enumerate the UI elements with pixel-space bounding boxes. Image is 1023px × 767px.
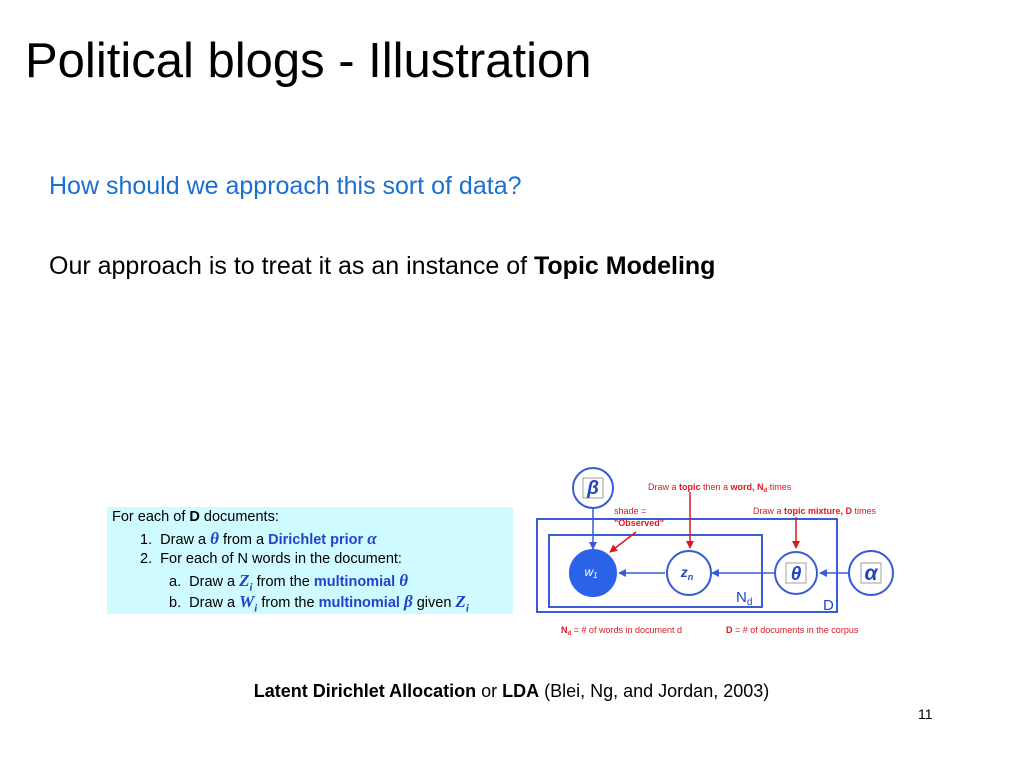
sym-main: Z	[239, 571, 250, 590]
algo-bold: D	[189, 509, 200, 525]
theta-symbol-box	[785, 562, 807, 584]
theta-label: θ	[791, 564, 802, 585]
algo-text: For each of	[112, 509, 190, 525]
mixture-note: Draw a topic mixture, D times	[753, 506, 877, 516]
note-text: Draw a	[648, 482, 679, 492]
shade-note-2: "Observed"	[614, 518, 664, 528]
algo-line-1: 1. Draw a θ from a Dirichlet prior α	[140, 528, 377, 551]
algo-text: Draw a	[189, 595, 240, 611]
w-main: w	[584, 565, 594, 579]
algo-blue: multinomial	[318, 595, 404, 611]
note-bold: topic mixture, D	[784, 506, 853, 516]
def-bold: N	[561, 625, 568, 635]
lda-algorithm-box: For each of D documents: 1. Draw a θ fro…	[107, 507, 513, 614]
nd-sub: d	[747, 597, 753, 608]
z-symbol: Zi	[455, 592, 469, 615]
w-sub: 1	[593, 571, 597, 580]
def-bold: D	[726, 625, 733, 635]
caption-bold: LDA	[502, 681, 540, 701]
sym-sub: i	[254, 602, 258, 615]
approach-bold: Topic Modeling	[534, 252, 716, 280]
outer-plate-d	[536, 518, 838, 613]
z-sub: n	[688, 572, 694, 582]
algo-text: documents:	[199, 509, 279, 525]
algo-line-3: a. Draw a Zi from the multinomial θ	[169, 570, 408, 598]
nd-main: N	[736, 589, 747, 606]
sym-sub: i	[249, 581, 253, 594]
def-text: = # of documents in the corpus	[733, 625, 859, 635]
z-label: zn	[680, 564, 694, 582]
sym-main: W	[239, 592, 255, 611]
shade-note-1: shade =	[614, 506, 646, 516]
note-text: times	[767, 482, 792, 492]
algo-line-4: b. Draw a Wi from the multinomial β give…	[169, 591, 469, 619]
sym-sub: i	[465, 602, 469, 615]
note-bold: word, N	[730, 482, 764, 492]
note-sub: d	[764, 488, 768, 494]
algo-blue: multinomial	[313, 574, 400, 590]
sym-main: Z	[455, 592, 466, 611]
algo-num: 2.	[140, 551, 153, 567]
w-label: w1	[584, 565, 597, 580]
algo-text: from the	[257, 595, 319, 611]
z-symbol: Zi	[239, 571, 253, 594]
note-bold: topic	[679, 482, 701, 492]
note-text: then a	[701, 482, 731, 492]
theta-symbol: θ	[399, 571, 409, 590]
topic-note: Draw a topic then a word, Nd times	[648, 482, 792, 494]
algo-num: 1.	[140, 532, 153, 548]
algo-text: from a	[218, 532, 269, 548]
note-text: Draw a	[753, 506, 784, 516]
algo-line-0: For each of D documents:	[112, 507, 279, 528]
z-node	[666, 550, 712, 596]
lda-plate-diagram: β w1 zn θ α Nd D Draw a topic then a wor…	[536, 467, 894, 637]
approach-text: Our approach is to treat it as an instan…	[49, 250, 715, 282]
def-text: = # of words in document d	[571, 625, 682, 635]
z-main: z	[680, 564, 688, 580]
d-definition: D = # of documents in the corpus	[726, 625, 859, 635]
algo-text: For each of N words in the document:	[160, 551, 402, 567]
alpha-symbol: α	[367, 529, 377, 548]
algo-num: a.	[169, 574, 182, 590]
algo-num: b.	[169, 595, 182, 611]
approach-prefix: Our approach is to treat it as an instan…	[49, 252, 534, 280]
slide-title: Political blogs - Illustration	[25, 34, 592, 88]
caption-text: (Blei, Ng, and Jordan, 2003)	[539, 681, 770, 701]
beta-symbol-box	[582, 477, 604, 499]
shade-arrow	[609, 531, 637, 553]
page-number: 11	[918, 706, 933, 722]
algo-text: from the	[252, 574, 314, 590]
beta-symbol: β	[403, 592, 413, 611]
w-node	[569, 549, 617, 597]
algo-text: Draw a	[160, 532, 211, 548]
w-symbol: Wi	[239, 592, 258, 615]
theta-symbol: θ	[210, 529, 219, 548]
alpha-symbol-box	[860, 562, 882, 584]
algo-text: Draw a	[189, 574, 240, 590]
nd-plate-label: Nd	[736, 589, 752, 608]
caption-bold: Latent Dirichlet Allocation	[253, 681, 477, 701]
algo-line-2: 2. For each of N words in the document:	[140, 549, 402, 570]
beta-label: β	[586, 478, 599, 499]
d-plate-label: D	[823, 597, 834, 614]
nd-definition: Nd = # of words in document d	[561, 625, 682, 637]
figure-caption: Latent Dirichlet Allocation or LDA (Blei…	[0, 680, 1023, 702]
note-text: times	[852, 506, 877, 516]
def-sub: d	[568, 631, 572, 637]
alpha-label: α	[864, 562, 878, 585]
algo-blue: Dirichlet prior	[268, 532, 368, 548]
question-text: How should we approach this sort of data…	[49, 172, 522, 200]
caption-text: or	[476, 681, 503, 701]
inner-plate-nd	[548, 534, 763, 608]
algo-text: given	[412, 595, 456, 611]
